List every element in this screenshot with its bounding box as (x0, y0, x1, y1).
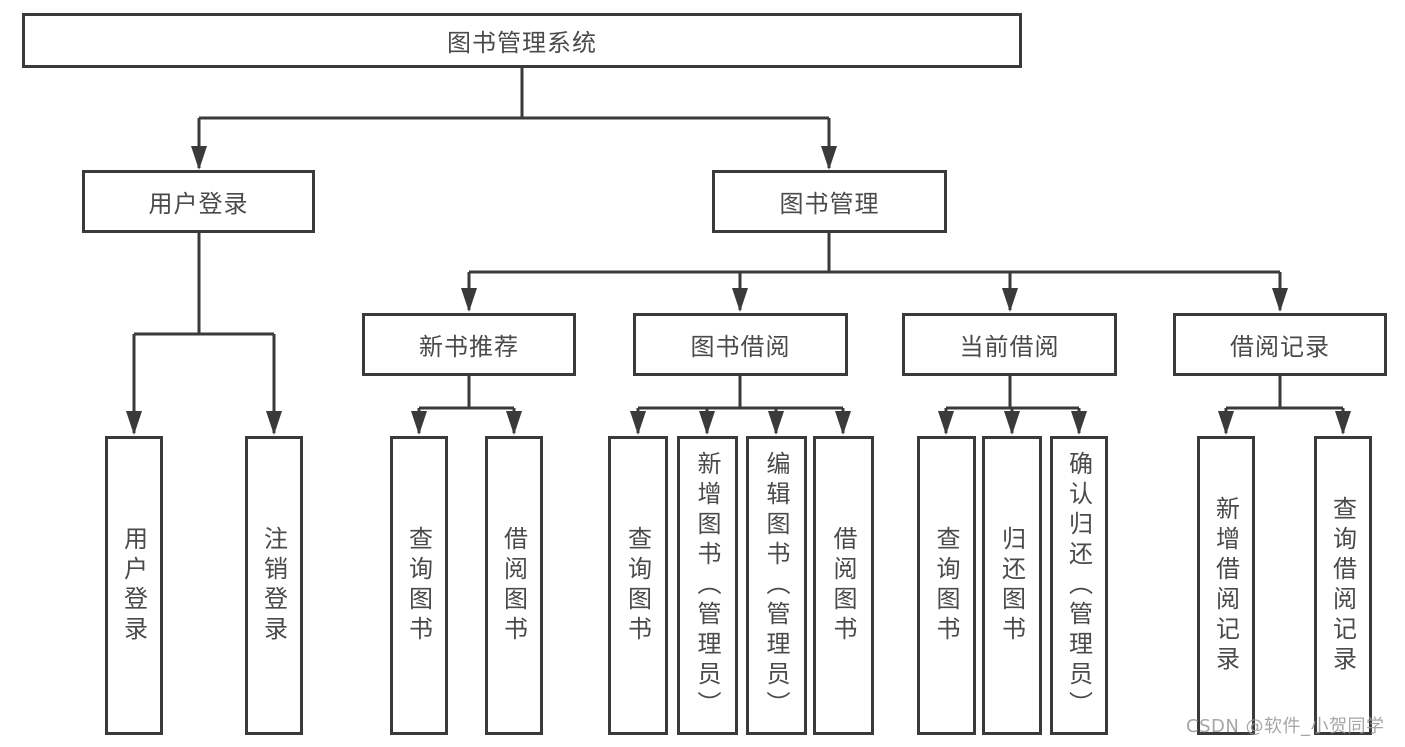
node-label: 归还图书 (997, 525, 1026, 646)
connector-borrow-records (1218, 376, 1351, 435)
connector-book-management (461, 233, 1288, 312)
node-current-borrow: 当前借阅 (902, 313, 1117, 376)
node-label: 确认归还（管理员） (1064, 450, 1093, 721)
node-label: 图书借阅 (690, 333, 791, 361)
leaf-add-borrow-record: 新增借阅记录 (1197, 436, 1255, 735)
node-library-management-system: 图书管理系统 (22, 13, 1022, 68)
leaf-query-books-borrow: 查询图书 (608, 436, 668, 735)
leaf-query-books-recommend: 查询图书 (390, 436, 448, 735)
leaf-return-books: 归还图书 (982, 436, 1042, 735)
node-user-login: 用户登录 (82, 170, 315, 233)
node-label: 新增图书（管理员） (693, 450, 721, 721)
node-label: 查询图书 (404, 525, 433, 646)
node-label: 借阅图书 (499, 525, 528, 646)
node-label: 图书管理 (779, 190, 880, 218)
node-book-management: 图书管理 (712, 170, 947, 233)
connector-user-login (126, 233, 282, 435)
node-label: 用户登录 (119, 525, 148, 646)
node-label: 查询图书 (623, 525, 652, 646)
leaf-user-login: 用户登录 (105, 436, 163, 735)
node-borrow-records: 借阅记录 (1173, 313, 1387, 376)
leaf-add-books-admin: 新增图书（管理员） (677, 436, 738, 735)
node-label: 新增借阅记录 (1211, 495, 1240, 676)
node-label: 注销登录 (259, 525, 288, 646)
node-label: 图书管理系统 (447, 29, 597, 57)
node-label: 查询图书 (932, 525, 960, 646)
node-new-book-recommend: 新书推荐 (362, 313, 576, 376)
node-label: 编辑图书（管理员） (762, 450, 790, 721)
node-label: 借阅记录 (1230, 333, 1330, 361)
node-book-borrow: 图书借阅 (633, 313, 848, 376)
node-label: 用户登录 (148, 190, 249, 218)
leaf-borrow-books-recommend: 借阅图书 (485, 436, 543, 735)
node-label: 新书推荐 (419, 333, 519, 361)
leaf-logout: 注销登录 (245, 436, 303, 735)
connector-current-borrow (938, 376, 1087, 435)
leaf-query-borrow-record: 查询借阅记录 (1314, 436, 1372, 735)
leaf-query-books-current: 查询图书 (917, 436, 976, 735)
node-label: 查询借阅记录 (1328, 495, 1357, 676)
connector-book-borrow (630, 376, 851, 435)
leaf-confirm-return-admin: 确认归还（管理员） (1050, 436, 1108, 735)
leaf-edit-books-admin: 编辑图书（管理员） (746, 436, 807, 735)
node-label: 借阅图书 (829, 525, 857, 646)
leaf-borrow-books: 借阅图书 (813, 436, 874, 735)
connector-root (191, 68, 837, 170)
connector-new-book-recommend (411, 376, 522, 435)
node-label: 当前借阅 (959, 333, 1060, 361)
csdn-watermark: CSDN @软件_小贺同学 (1186, 716, 1385, 737)
